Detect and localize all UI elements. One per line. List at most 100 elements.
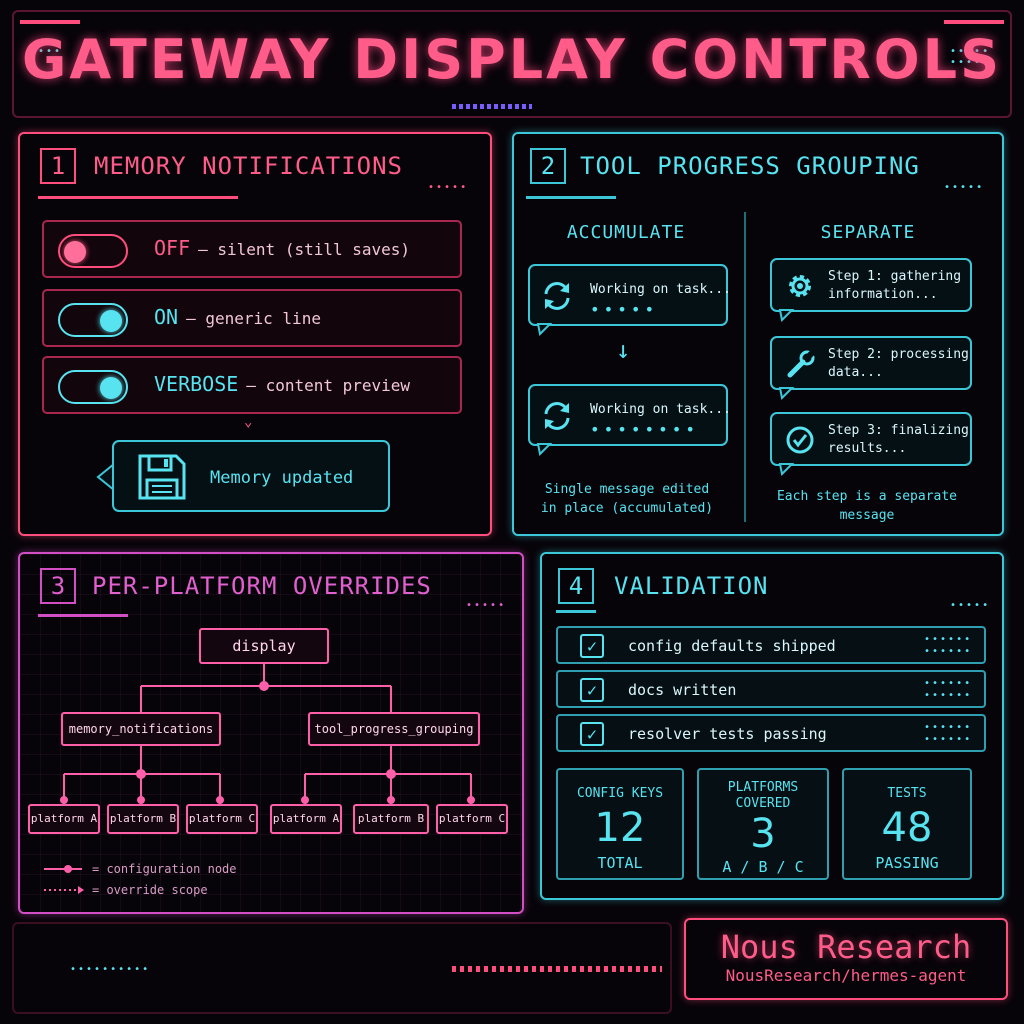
step-line: Step 2: processing	[828, 347, 969, 362]
option-name: OFF	[154, 236, 191, 260]
speech-tail	[536, 323, 553, 336]
checkbox-checked[interactable]: ✓	[580, 678, 604, 702]
step-line: Step 3: finalizing	[828, 423, 969, 438]
sync-icon	[544, 402, 570, 430]
title-deco-dots-right: ••••••••••	[950, 46, 991, 68]
footer-deco-stripes	[452, 966, 662, 972]
legend-scope-label: = override scope	[92, 883, 208, 897]
checkbox-checked[interactable]: ✓	[580, 722, 604, 746]
caption-line: message	[839, 508, 895, 523]
accumulate-caption: Single message edited in place (accumula…	[522, 480, 732, 518]
stat-config-keys: CONFIG KEYS 12 TOTAL	[556, 768, 684, 880]
progress-dots: ••••••••	[590, 420, 700, 439]
speech-tail	[778, 463, 795, 476]
memory-option-verbose[interactable]: VERBOSE — content preview	[42, 356, 462, 414]
separate-step-3: Step 3: finalizing results...	[770, 412, 972, 466]
toast-text: Memory updated	[210, 468, 354, 488]
check-circle-icon	[786, 426, 814, 454]
panel-title: PER-PLATFORM OVERRIDES	[92, 572, 432, 600]
stat-value: 3	[750, 811, 776, 857]
accumulate-message-2: Working on task... ••••••••	[528, 384, 731, 446]
title-deco-dots-left: ••••	[30, 46, 63, 57]
panel-divider	[526, 196, 616, 199]
panel-deco-dots: •••••	[950, 600, 991, 611]
title-frame	[12, 10, 1012, 118]
page-title: GATEWAY DISPLAY CONTROLS	[22, 28, 1002, 91]
panel-divider	[556, 610, 596, 613]
tree-node-branch: memory_notifications	[61, 712, 221, 746]
validation-item: ✓ config defaults shipped ••••••••••••	[556, 626, 986, 664]
separate-heading: SEPARATE	[820, 222, 916, 243]
validation-panel	[540, 552, 1004, 900]
option-name: VERBOSE	[154, 372, 239, 396]
panel-deco-dots: •••••	[466, 600, 507, 611]
validation-text: config defaults shipped	[628, 637, 836, 655]
brand-repo[interactable]: NousResearch/hermes-agent	[725, 966, 967, 985]
tree-node-root: display	[199, 628, 329, 664]
brand-box: Nous Research NousResearch/hermes-agent	[684, 918, 1008, 1000]
toggle-knob	[100, 377, 122, 399]
option-label: ON— generic line	[154, 305, 321, 329]
validation-text: docs written	[628, 681, 737, 699]
panel-deco-dots: •••••	[944, 182, 985, 193]
tree-node-leaf: platform B	[107, 804, 179, 834]
speech-tail	[778, 309, 795, 322]
tree-node-leaf: platform A	[270, 804, 342, 834]
tree-node-leaf: platform A	[28, 804, 100, 834]
option-desc: — content preview	[246, 376, 411, 395]
stat-tests: TESTS 48 PASSING	[842, 768, 972, 880]
panel-title: VALIDATION	[614, 572, 769, 600]
option-desc: — silent (still saves)	[198, 240, 411, 259]
step-line: results...	[828, 441, 907, 456]
toggle-knob	[100, 310, 122, 332]
separate-step-1: Step 1: gathering information...	[770, 258, 972, 312]
legend-scope-swatch	[44, 886, 84, 894]
chevron-down-icon: ⌄	[244, 414, 253, 430]
legend-node-label: = configuration node	[92, 862, 237, 876]
option-label: VERBOSE — content preview	[154, 372, 410, 396]
stat-value: 48	[881, 805, 933, 851]
floppy-disk-icon	[138, 454, 186, 500]
toggle-on[interactable]	[58, 303, 128, 337]
toggle-off[interactable]	[58, 234, 128, 268]
checkbox-checked[interactable]: ✓	[580, 634, 604, 658]
stat-label: TESTS	[887, 786, 927, 801]
separate-caption: Each step is a separate message	[762, 487, 972, 525]
panel-number: 4	[558, 568, 594, 604]
message-text: Working on task...	[590, 282, 731, 297]
footer-frame	[12, 922, 672, 1014]
panel-title: TOOL PROGRESS GROUPING	[580, 152, 920, 180]
panel-divider	[38, 614, 128, 617]
tree-node-leaf: platform C	[436, 804, 508, 834]
panel-divider	[38, 196, 238, 199]
speech-tail	[778, 387, 795, 400]
row-deco-dots: ••••••••••••	[924, 722, 973, 745]
panel-number: 2	[530, 148, 566, 184]
step-text: Step 1: gathering information...	[828, 268, 961, 304]
stat-foot: TOTAL	[597, 854, 643, 872]
step-line: information...	[828, 287, 938, 302]
option-name: ON	[154, 305, 179, 329]
panel-deco-dots: •••••	[428, 182, 469, 193]
option-label: OFF — silent (still saves)	[154, 236, 410, 260]
row-deco-dots: ••••••••••••	[924, 634, 973, 657]
tool-progress-grouping-panel	[512, 132, 1004, 536]
gear-icon	[789, 275, 811, 297]
stat-platforms-covered: PLATFORMS COVERED 3 A / B / C	[697, 768, 829, 880]
caption-line: in place (accumulated)	[540, 501, 714, 516]
footer-deco-dots: ••••••••••	[70, 964, 151, 975]
step-line: data...	[828, 365, 883, 380]
separate-step-2: Step 2: processing data...	[770, 336, 972, 390]
toggle-verbose[interactable]	[58, 370, 128, 404]
message-text: Working on task...	[590, 402, 731, 417]
speech-tail	[536, 443, 553, 456]
step-text: Step 2: processing data...	[828, 346, 969, 382]
toggle-knob	[64, 241, 86, 263]
sync-icon	[544, 282, 570, 310]
memory-option-on[interactable]: ON— generic line	[42, 289, 462, 347]
arrow-down-icon: ↓	[616, 336, 631, 364]
panel-number: 3	[40, 568, 76, 604]
memory-option-off[interactable]: OFF — silent (still saves)	[42, 220, 462, 278]
tree-node-leaf: platform B	[353, 804, 429, 834]
